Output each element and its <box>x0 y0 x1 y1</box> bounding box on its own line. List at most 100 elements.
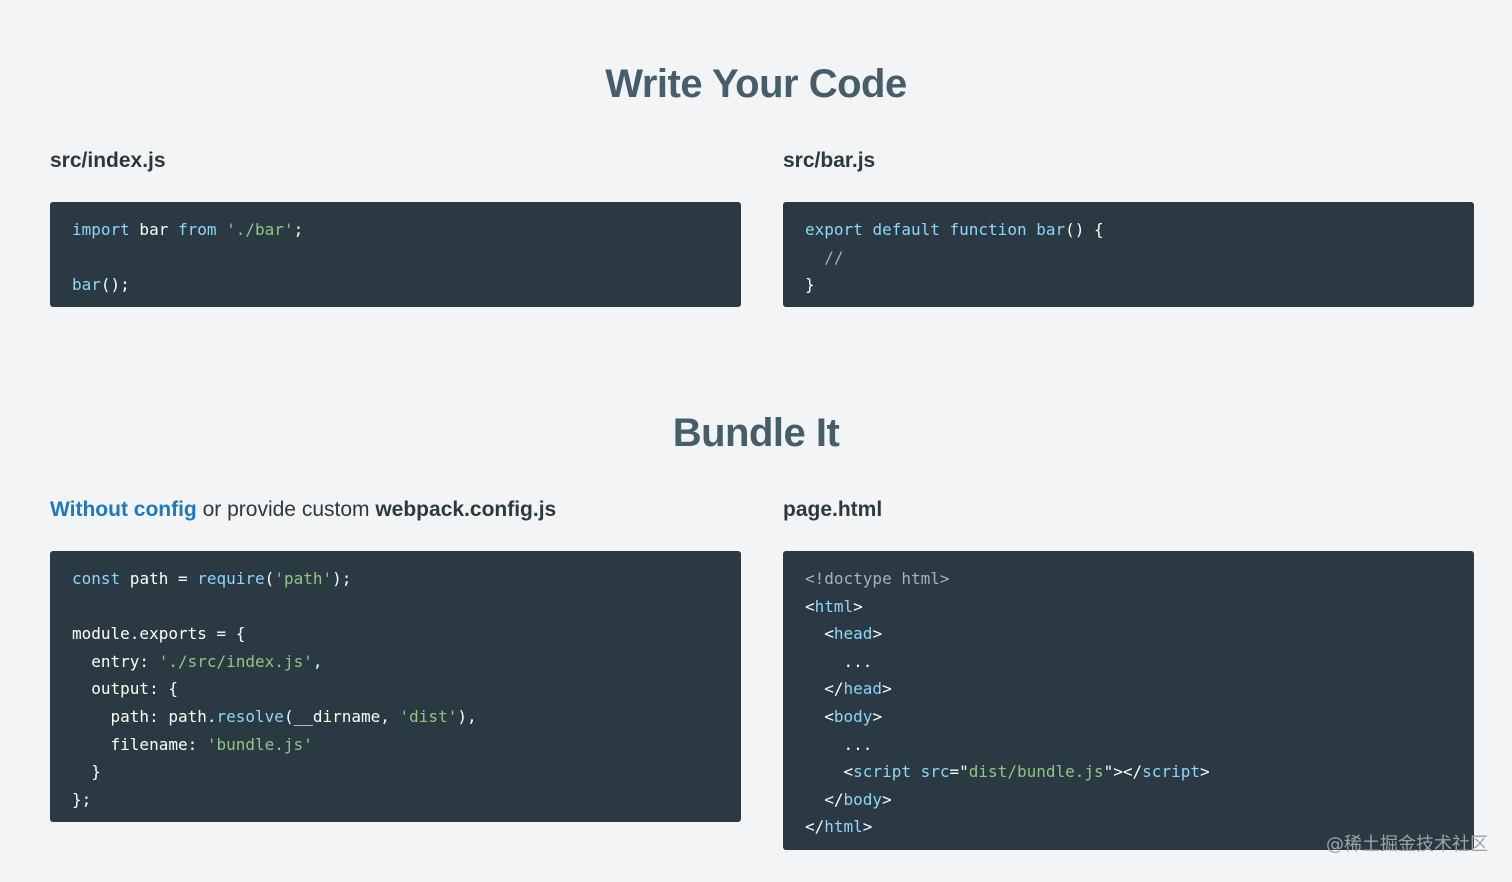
code-token: > <box>882 789 892 809</box>
code-token: function <box>949 220 1027 239</box>
code-token: bar <box>72 275 101 295</box>
code-token: () { <box>1065 220 1104 239</box>
code-token: head <box>843 679 883 699</box>
code-line: export default function bar() { <box>805 216 1452 244</box>
code-token <box>940 220 950 239</box>
code-token: filename: <box>72 734 207 754</box>
code-token: } <box>72 762 101 782</box>
code-token: src <box>920 762 950 782</box>
code-line: bar(); <box>72 271 719 299</box>
code-token: } <box>805 275 815 295</box>
code-token: ; <box>293 220 304 239</box>
code-token: bar <box>129 220 178 239</box>
code-token: path = <box>120 569 198 588</box>
code-token: entry: <box>72 651 159 671</box>
code-token: </ <box>805 789 844 809</box>
code-line: <html> <box>805 593 1452 621</box>
code-token: ), <box>457 706 477 726</box>
code-token: ( <box>264 569 275 588</box>
code-token <box>1027 220 1037 239</box>
code-line: module.exports = { <box>72 620 719 648</box>
file-label-index-js: src/index.js <box>50 149 166 172</box>
code-token: script <box>1142 762 1200 782</box>
code-token: ... <box>805 651 873 671</box>
code-token: ... <box>805 734 873 754</box>
code-token: 'path' <box>274 569 333 588</box>
code-line: <head> <box>805 620 1452 648</box>
code-token: const <box>72 569 121 588</box>
code-token: <!doctype html> <box>805 569 950 588</box>
section-title-bundle-it: Bundle It <box>672 411 840 455</box>
code-token: body <box>843 789 883 809</box>
code-token: import <box>72 220 130 239</box>
code-token: , <box>312 651 323 671</box>
code-token: 'dist' <box>399 706 458 726</box>
code-token: > <box>1199 762 1210 782</box>
code-line: } <box>805 271 1452 299</box>
code-line: output: { <box>72 675 719 703</box>
file-label-config: Without config or provide custom webpack… <box>50 498 556 522</box>
code-block-bar-js: export default function bar() { //} <box>783 202 1474 307</box>
code-token: path: path. <box>72 706 217 726</box>
code-token: head <box>833 624 873 644</box>
code-token: ); <box>332 569 352 588</box>
code-line: filename: 'bundle.js' <box>72 731 719 759</box>
code-token: // <box>824 247 844 267</box>
code-token: html <box>824 817 863 837</box>
code-token: 'bundle.js' <box>206 734 313 754</box>
code-token: < <box>805 596 815 616</box>
code-line: // <box>805 244 1452 272</box>
code-token: output: { <box>72 679 178 699</box>
code-token: from <box>177 220 217 239</box>
code-line: <body> <box>805 703 1452 731</box>
code-token: html <box>814 596 854 616</box>
file-label-bar-js: src/bar.js <box>783 149 876 172</box>
code-token: > <box>882 679 892 699</box>
code-line: const path = require('path'); <box>72 565 719 593</box>
code-line: </head> <box>805 675 1452 703</box>
code-line: </html> <box>805 813 1452 841</box>
code-token: "></ <box>1103 762 1143 782</box>
code-line: path: path.resolve(__dirname, 'dist'), <box>72 703 719 731</box>
code-token: module.exports = { <box>72 624 246 644</box>
code-line: } <box>72 758 719 786</box>
code-token: > <box>862 817 873 837</box>
config-label-middle-text: or provide custom <box>196 498 376 521</box>
code-line: </body> <box>805 786 1452 814</box>
code-line: entry: './src/index.js', <box>72 648 719 676</box>
code-token: < <box>805 624 834 644</box>
code-token: }; <box>72 789 92 809</box>
code-token: > <box>853 596 863 616</box>
code-token <box>805 248 824 267</box>
code-token: (__dirname, <box>283 706 400 726</box>
code-line: <script src="dist/bundle.js"></script> <box>805 758 1452 786</box>
code-line: ... <box>805 731 1452 759</box>
code-line <box>72 244 719 272</box>
section-title-write-your-code: Write Your Code <box>605 62 907 106</box>
code-token <box>911 762 921 781</box>
code-token: './src/index.js' <box>158 651 313 671</box>
code-token: require <box>197 569 265 588</box>
code-token: './bar' <box>226 220 294 239</box>
code-token: > <box>872 706 883 726</box>
code-token <box>863 220 873 239</box>
without-config-link[interactable]: Without config <box>50 498 197 521</box>
code-token: </ <box>805 679 844 699</box>
code-token: (); <box>100 275 130 295</box>
code-line: }; <box>72 786 719 814</box>
code-block-index-js: import bar from './bar'; bar(); <box>50 202 741 307</box>
code-block-webpack-config: const path = require('path'); module.exp… <box>50 551 741 822</box>
code-token: default <box>872 220 940 239</box>
watermark: @稀土掘金技术社区 <box>1326 834 1488 855</box>
file-label-page-html: page.html <box>783 498 883 521</box>
config-filename: webpack.config.js <box>375 498 557 521</box>
code-token: resolve <box>216 706 284 726</box>
code-line <box>72 593 719 621</box>
code-line: ... <box>805 648 1452 676</box>
code-token: dist/bundle.js <box>968 762 1104 782</box>
code-token: </ <box>805 817 825 837</box>
code-token: script <box>853 762 911 782</box>
code-token: < <box>805 762 854 782</box>
code-token: export <box>805 220 863 239</box>
code-token: > <box>872 624 883 644</box>
